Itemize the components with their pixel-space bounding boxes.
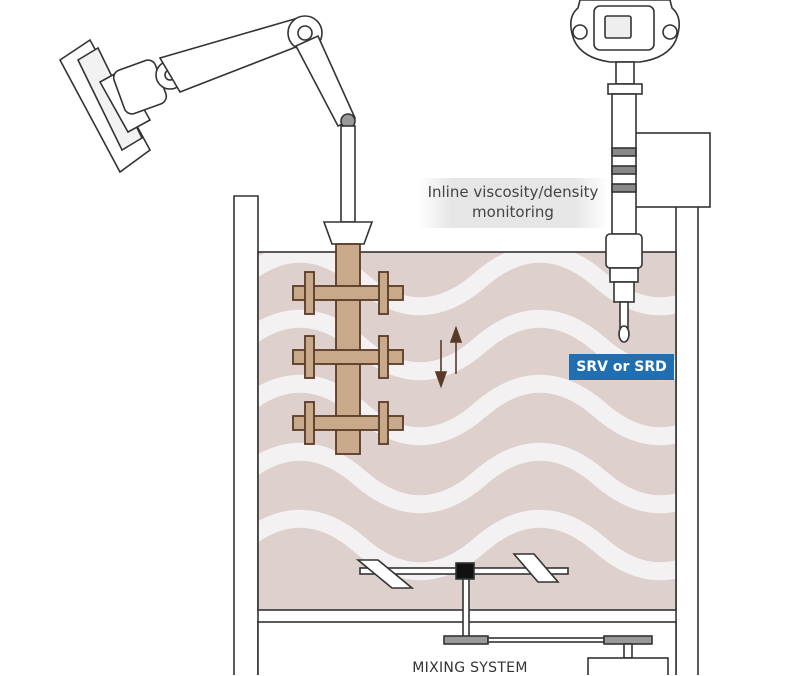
tank-right-wall xyxy=(675,204,699,675)
robot-arm xyxy=(58,15,357,223)
motor-box xyxy=(587,657,669,675)
sensor-tip xyxy=(619,301,629,329)
robot-forearm xyxy=(294,34,357,128)
sensor-label: SRV or SRD xyxy=(569,354,674,380)
transmitter-head xyxy=(570,0,680,95)
inline-label-line1: Inline viscosity/density xyxy=(427,183,599,201)
side-box xyxy=(629,132,711,208)
robot-shaft xyxy=(340,125,356,223)
drive-system xyxy=(443,635,669,675)
impeller xyxy=(355,553,569,640)
updown-arrows-icon xyxy=(434,325,463,389)
hopper xyxy=(322,221,374,245)
tank-left-wall xyxy=(233,195,259,675)
mixer-shaft xyxy=(292,243,404,455)
mixing-system-label: MIXING SYSTEM xyxy=(412,660,528,676)
probe xyxy=(605,93,643,343)
liquid xyxy=(258,252,676,610)
inline-monitoring-label: Inline viscosity/density monitoring xyxy=(418,178,608,228)
inline-label-line2: monitoring xyxy=(472,203,554,221)
